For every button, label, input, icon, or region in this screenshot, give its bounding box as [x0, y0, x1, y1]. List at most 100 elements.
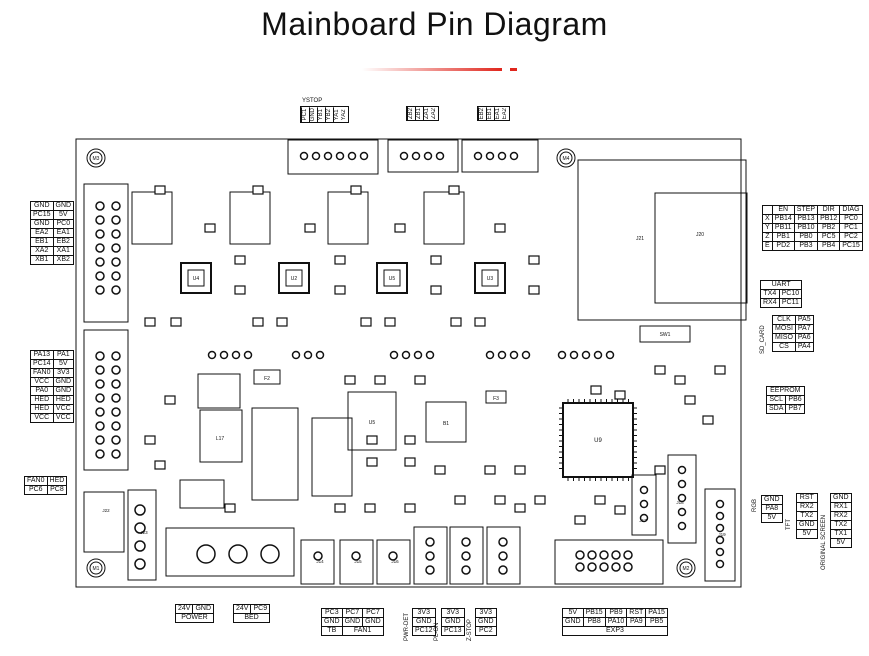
connector-pin	[677, 479, 687, 489]
exp-top-pin-cell: GND	[30, 201, 54, 211]
eeprom-pin-cell: PB6	[785, 395, 805, 405]
ystop-pin: YB1	[317, 107, 325, 123]
tb-fan-pin: GND	[341, 617, 364, 627]
z-pin-header: ZB2 ZB1 ZA1 ZA2	[406, 106, 439, 122]
power-terminal	[228, 544, 248, 564]
mounting-hole-label: M4	[563, 156, 570, 162]
mounting-hole-label: M2	[683, 566, 690, 572]
header-pin	[111, 435, 121, 445]
jumper-pin	[291, 350, 301, 360]
exp3-pin-cell: 5V	[562, 608, 584, 618]
smd-component	[454, 495, 466, 505]
z-pin: ZA2	[431, 108, 437, 120]
chip-label: U5	[369, 420, 376, 426]
jumper-pin	[497, 350, 507, 360]
fan-hed-pin-cell: PC8	[46, 485, 68, 495]
connector-pin	[639, 499, 649, 509]
sd-card-pin-cell: PA7	[794, 324, 814, 334]
connector-label: J18	[676, 500, 684, 505]
fuse-outline	[485, 390, 507, 404]
connector-pin	[611, 550, 621, 560]
smd-component	[414, 375, 426, 385]
exp-mid-pin-cell: GND	[52, 386, 75, 396]
exp-top-pin-cell: EA1	[52, 228, 75, 238]
exp3-pin-cell: PB8	[582, 617, 606, 627]
connector-pin	[715, 499, 725, 509]
header-pin	[111, 365, 121, 375]
uart-pin-cell: TX4	[760, 289, 780, 299]
smd-component	[484, 465, 496, 475]
header-pin	[111, 351, 121, 361]
smd-component	[434, 465, 446, 475]
jumper-pin	[425, 350, 435, 360]
smd-component	[366, 457, 378, 467]
header-pin	[95, 351, 105, 361]
exp-mid-pin-cell: HED	[30, 404, 54, 414]
z-pin: ZB2	[407, 107, 415, 121]
smd-component	[494, 223, 506, 233]
connector-label: J14	[316, 559, 324, 564]
stepper-pin-cell: PB4	[817, 241, 841, 251]
tft-pin-cell: RST	[796, 493, 818, 503]
stepper-pin-cell: PB0	[793, 232, 819, 242]
exp-mid-pin-cell: VCC	[52, 413, 75, 423]
exp-top-pin-cell: EB1	[30, 237, 54, 247]
smd-component	[304, 223, 316, 233]
stepper-pin-cell: Y	[762, 223, 773, 233]
z-stop-caption: Z-STOP	[467, 619, 473, 641]
connector-pin	[575, 550, 585, 560]
connector-pin	[677, 521, 687, 531]
smd-component	[404, 503, 416, 513]
exp3-pin-cell: PB15	[582, 608, 606, 618]
exp-top-pin-cell: GND	[30, 219, 54, 229]
sd-card-pin-cell: MOSI	[772, 324, 796, 334]
connector-pin	[347, 151, 357, 161]
tb-fan-pin: GND	[321, 617, 343, 627]
sd-card-pin-cell: MISO	[772, 333, 796, 343]
smd-component	[448, 185, 460, 195]
ystop-pin: PC1	[301, 107, 309, 123]
connector-pin	[335, 151, 345, 161]
exp-mid-pin-cell: HED	[52, 395, 75, 405]
stepper-pin-cell: PB11	[771, 223, 795, 233]
smd-component	[528, 255, 540, 265]
mounting-hole	[676, 558, 696, 578]
smd-component	[514, 465, 526, 475]
header-pin	[111, 215, 121, 225]
e-pin: EA1	[494, 107, 502, 121]
smd-component	[574, 515, 586, 525]
rgb-pin-cell: 5V	[761, 513, 783, 523]
rgb-pin-cell: PA8	[761, 504, 783, 514]
header-pin	[111, 285, 121, 295]
sd-card-slot	[577, 159, 747, 321]
smd-component	[360, 317, 372, 327]
eeprom-pin-cell: SCL	[765, 395, 787, 405]
connector-pin	[134, 504, 146, 516]
connector-label: J19	[718, 532, 726, 537]
exp-mid-pin-cell: PA1	[52, 350, 75, 360]
stepper-pin-cell	[762, 205, 773, 215]
fuse-label: F3	[493, 396, 499, 402]
stepper-pin-cell: PB3	[793, 241, 819, 251]
tft-pin-cell: TX2	[796, 511, 818, 521]
jumper-pin	[303, 350, 313, 360]
pwr-det-caption: PWR-DET	[404, 613, 410, 641]
smd-component	[654, 465, 666, 475]
power-pin: GND	[192, 604, 215, 614]
pwr-det-pin: 3V3	[412, 608, 436, 618]
connector-pin	[134, 540, 146, 552]
jumper-pin	[243, 350, 253, 360]
exp-mid-pin-cell: PC14	[30, 359, 54, 369]
jumper-pin	[315, 350, 325, 360]
stepper-pin-cell: PB14	[771, 214, 795, 224]
connector-pin	[399, 151, 409, 161]
power-terminal	[196, 544, 216, 564]
stepper-pin-cell: STEP	[793, 205, 819, 215]
smd-component	[144, 317, 156, 327]
smd-component	[204, 223, 216, 233]
